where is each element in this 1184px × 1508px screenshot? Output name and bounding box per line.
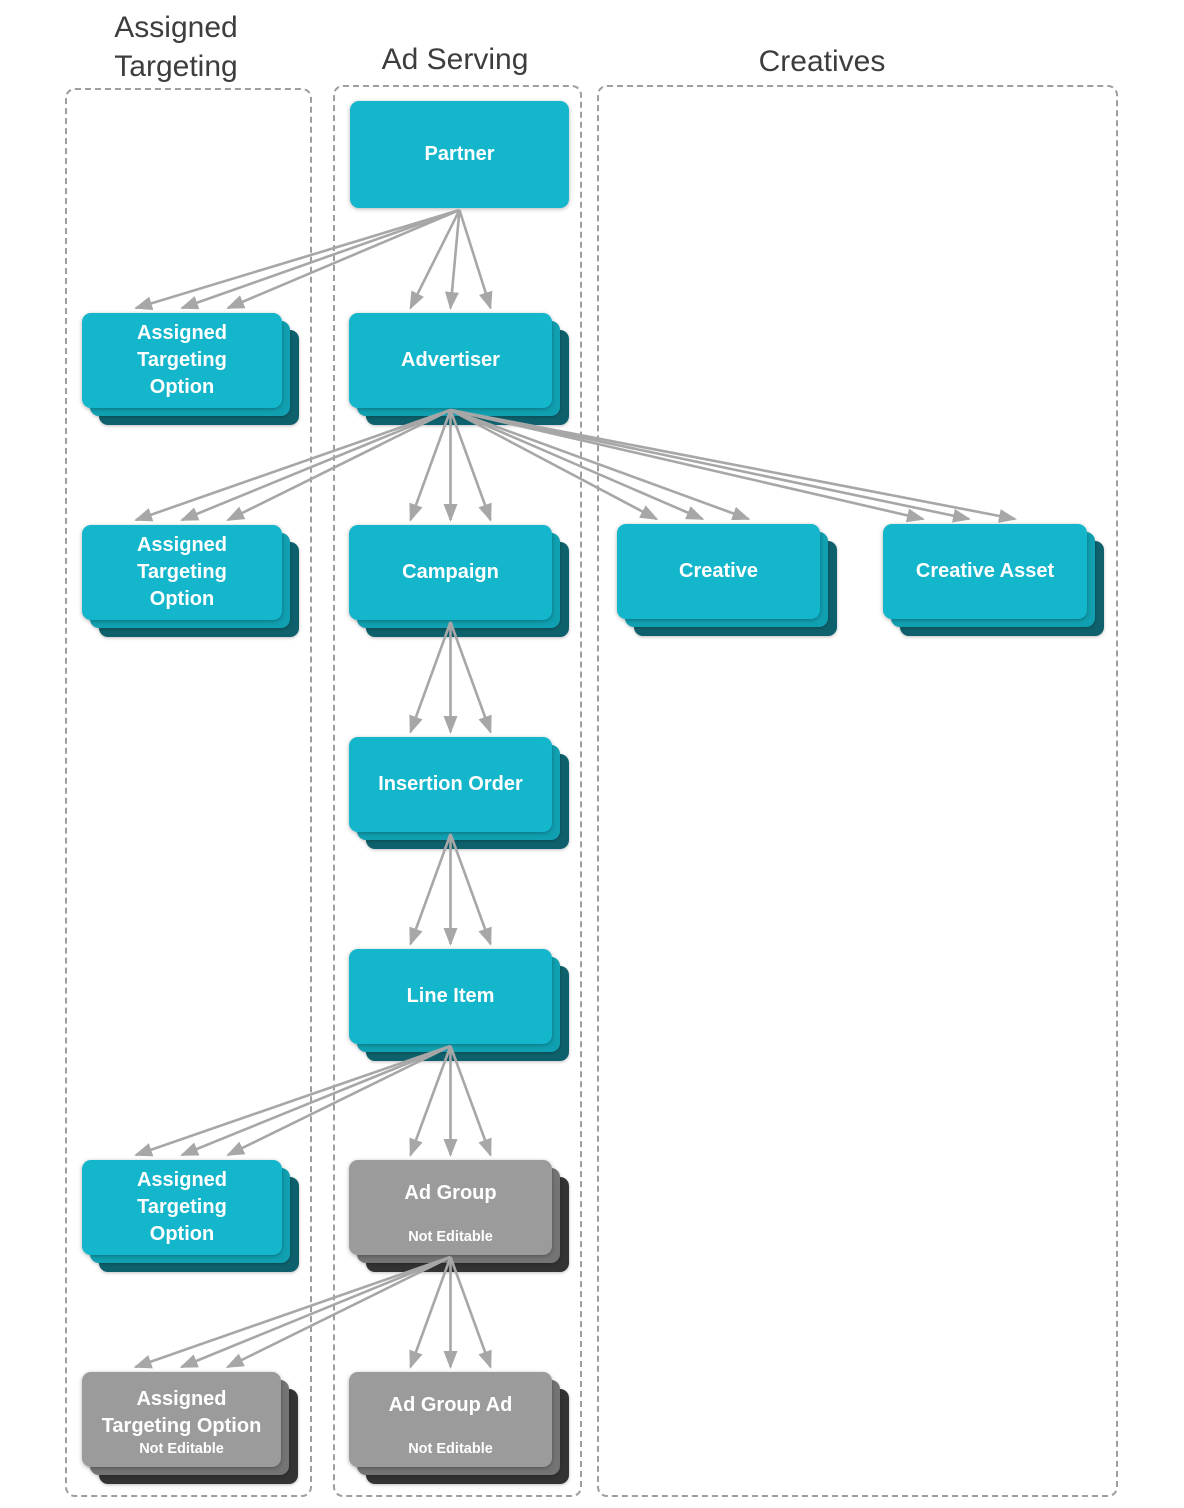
node-ad-group-not-editable-label: Not Editable: [408, 1229, 493, 1245]
node-ato1-label: Assigned: [136, 322, 228, 344]
node-insertion-order: Insertion Order: [349, 737, 552, 832]
node-creative: Creative: [617, 524, 820, 619]
node-partner: Partner: [350, 101, 569, 208]
node-advertiser-label: Advertiser: [401, 349, 500, 371]
node-insertion-order-label: Insertion Order: [378, 773, 523, 795]
node-ad-group-ad-not-editable-label: Not Editable: [408, 1441, 493, 1457]
node-ato2-label: Option: [149, 588, 215, 610]
node-ato4-not-editable-label: Not Editable: [139, 1441, 224, 1457]
column-title-assigned-targeting: Assigned Targeting: [114, 11, 238, 83]
node-ato3-label: Assigned: [136, 1169, 228, 1191]
node-line-item-label: Line Item: [406, 985, 495, 1007]
node-ato1-label: Option: [149, 376, 215, 398]
node-campaign-label: Campaign: [402, 561, 499, 583]
node-ad-group-ad: Ad Group Ad Not Editable: [349, 1372, 552, 1467]
node-campaign: Campaign: [349, 525, 552, 620]
node-ato4-label: Targeting Option: [101, 1415, 262, 1437]
node-line-item: Line Item: [349, 949, 552, 1044]
column-assigned-targeting-container: [65, 88, 312, 1497]
node-creative-label: Creative: [679, 560, 758, 582]
node-ato2-label: Targeting: [137, 561, 227, 583]
node-ad-group-ad-label: Ad Group Ad: [388, 1394, 513, 1416]
node-creative-asset-label: Creative Asset: [915, 560, 1055, 582]
node-ato2-label: Assigned: [136, 534, 228, 556]
node-creative-asset: Creative Asset: [883, 524, 1087, 619]
node-ato3-label: Targeting: [137, 1196, 227, 1218]
column-ad-serving-container: [333, 85, 582, 1497]
node-ato1-label: Targeting: [137, 349, 227, 371]
node-ato3-label: Option: [149, 1223, 215, 1245]
column-creatives-container: [597, 85, 1118, 1497]
column-title-creatives: Creatives: [758, 45, 886, 78]
column-title-ad-serving: Ad Serving: [381, 43, 529, 76]
node-ato4-label: Assigned: [136, 1388, 227, 1410]
node-advertiser: Advertiser: [349, 313, 552, 408]
node-ad-group-label: Ad Group: [404, 1182, 497, 1204]
node-partner-label: Partner: [424, 143, 495, 165]
